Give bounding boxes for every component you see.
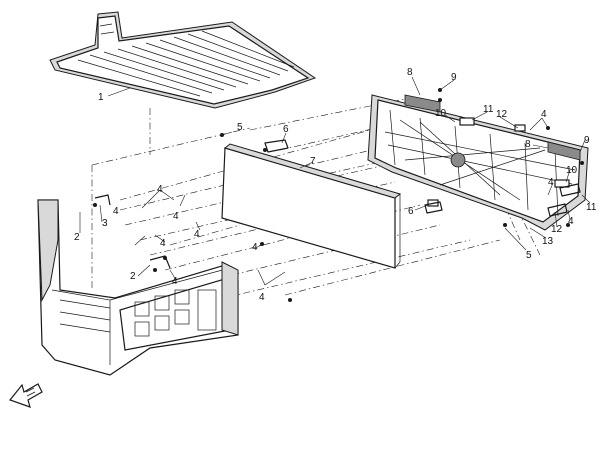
callout-11b: 11	[586, 202, 597, 213]
callout-labels: 1 5 6 7 8 9 10 11 12 4 8 9 10 4 11 12 4 …	[74, 67, 597, 287]
bracket-6a	[264, 139, 289, 153]
callout-2a: 2	[74, 232, 80, 243]
bolt-dot	[503, 223, 507, 227]
callout-12b: 12	[551, 224, 563, 235]
callout-5a: 5	[237, 122, 243, 133]
callout-11a: 11	[483, 104, 494, 115]
clip-2	[149, 255, 171, 269]
callout-5b: 5	[526, 250, 532, 261]
callout-10b: 10	[566, 165, 578, 176]
front-direction-arrow-icon	[9, 383, 43, 408]
callout-3: 3	[102, 218, 108, 229]
callout-7: 7	[310, 156, 316, 167]
bolt-dot	[93, 203, 97, 207]
callout-4d: 4	[157, 184, 163, 195]
bed-side-structure-part	[37, 199, 239, 376]
bolt-dot	[153, 268, 157, 272]
callout-4f: 4	[173, 211, 179, 222]
callout-12a: 12	[496, 109, 508, 120]
bracket-3	[94, 194, 111, 206]
bracket-12	[547, 203, 568, 217]
callout-4e: 4	[113, 206, 119, 217]
callout-4c: 4	[568, 216, 574, 227]
callout-1: 1	[98, 92, 104, 103]
callout-9b: 9	[584, 135, 590, 146]
callout-13: 13	[542, 236, 554, 247]
bracket-10	[559, 183, 581, 197]
divider-panel-part	[221, 143, 402, 269]
tailgate-frame-part	[367, 94, 589, 231]
hardware-fasteners	[93, 88, 584, 302]
callout-4i: 4	[252, 242, 258, 253]
bed-mat-part	[49, 11, 317, 109]
bolt-dot	[566, 223, 570, 227]
callout-4k: 4	[259, 292, 265, 303]
callout-10a: 10	[435, 108, 447, 119]
callout-4g: 4	[160, 238, 166, 249]
callout-6a: 6	[283, 124, 289, 135]
callout-8b: 8	[525, 139, 531, 150]
bolt-dot	[546, 126, 550, 130]
callout-2b: 2	[130, 271, 136, 282]
bolt-dot	[263, 148, 267, 152]
callout-6b: 6	[408, 206, 414, 217]
bolt-dot	[288, 298, 292, 302]
callout-8a: 8	[407, 67, 413, 78]
bolt-dot	[580, 161, 584, 165]
bracket-6b	[424, 201, 443, 214]
label-leaders	[79, 76, 591, 286]
callout-4j-left: 4	[172, 276, 178, 287]
callout-9a: 9	[451, 72, 457, 83]
callout-extra-4: 4	[259, 292, 265, 303]
callout-4a: 4	[541, 109, 547, 120]
bolt-dot	[438, 98, 442, 102]
callout-4h: 4	[194, 229, 200, 240]
callout-4b: 4	[548, 177, 554, 188]
